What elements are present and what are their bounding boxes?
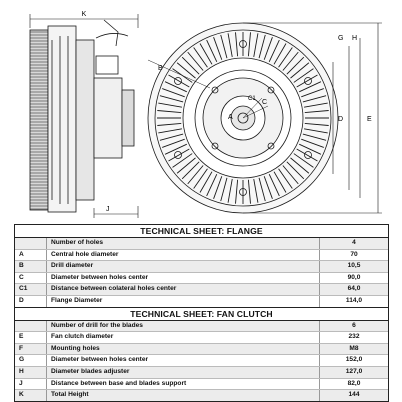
- dim-label-h: H: [352, 35, 357, 42]
- row-description: Total Height: [47, 390, 320, 401]
- side-profile-view: [29, 19, 135, 213]
- technical-drawing: K J A B C C1: [29, 11, 382, 218]
- dim-label-e: E: [367, 116, 372, 123]
- row-description: Fan clutch diameter: [47, 332, 320, 343]
- row-description: Number of drill for the blades: [47, 320, 320, 332]
- row-value: 127,0: [345, 367, 363, 375]
- row-value: 10,5: [347, 262, 361, 270]
- row-letter: [15, 320, 47, 332]
- row-value: 70: [350, 250, 358, 258]
- dimension-k: [29, 14, 139, 28]
- row-letter: A: [15, 249, 47, 261]
- row-letter: J: [15, 378, 47, 390]
- row-description: Mounting holes: [47, 343, 320, 355]
- row-description: Diameter blades adjuster: [47, 366, 320, 378]
- row-value: M8: [349, 344, 359, 352]
- row-description: Diameter between holes center: [47, 355, 320, 366]
- front-view: [147, 22, 339, 214]
- row-description: Distance between colateral holes center: [47, 284, 320, 295]
- table-row: Number of holes 4: [15, 238, 388, 250]
- row-letter: B: [15, 261, 47, 272]
- row-value: 152,0: [345, 356, 363, 364]
- technical-sheet-table: TECHNICAL SHEET: FLANGE Number of holes 4…: [14, 224, 389, 402]
- row-value: 232: [348, 333, 360, 341]
- row-value: 4: [352, 239, 356, 246]
- row-letter: K: [15, 390, 47, 401]
- dim-label-c1: C1: [248, 96, 256, 102]
- row-value: 6: [352, 321, 356, 329]
- row-description: Diameter between holes center: [47, 272, 320, 284]
- dimension-j: [93, 206, 139, 218]
- dim-label-c: C: [262, 99, 267, 106]
- dim-label-k: K: [82, 11, 87, 18]
- row-description: Drill diameter: [47, 261, 320, 272]
- row-letter: [15, 238, 47, 249]
- row-letter: F: [15, 343, 47, 355]
- fan-clutch-section: TECHNICAL SHEET: FAN CLUTCH Number of dr…: [15, 306, 388, 401]
- row-description: Flange Diameter: [47, 295, 320, 307]
- row-letter: E: [15, 332, 47, 343]
- row-letter: C: [15, 272, 47, 284]
- dim-label-g: G: [338, 35, 343, 42]
- row-value: 90,0: [347, 273, 361, 281]
- row-letter: H: [15, 366, 47, 378]
- row-letter: G: [15, 355, 47, 366]
- row-value: 64,0: [347, 285, 361, 293]
- dim-label-j: J: [106, 206, 110, 213]
- flange-section: TECHNICAL SHEET: FLANGE Number of holes 4…: [15, 225, 388, 307]
- row-value: 144: [348, 391, 360, 399]
- row-description: Number of holes: [47, 238, 320, 249]
- row-description: Distance between base and blades support: [47, 378, 320, 390]
- vertical-dimensions: [243, 22, 382, 214]
- row-description: Central hole diameter: [47, 249, 320, 261]
- table-row: Number of drill for the blades 6: [15, 320, 388, 333]
- dim-label-b: B: [158, 65, 163, 72]
- dim-label-d: D: [338, 116, 343, 123]
- fan-clutch-section-title: TECHNICAL SHEET: FAN CLUTCH: [15, 306, 388, 321]
- row-letter: D: [15, 295, 47, 307]
- row-value: 82,0: [347, 379, 361, 387]
- row-letter: C1: [15, 284, 47, 295]
- dim-label-a: A: [228, 114, 233, 121]
- row-value: 114,0: [345, 296, 363, 304]
- front-view-leaders: [147, 59, 269, 119]
- flange-section-title: TECHNICAL SHEET: FLANGE: [15, 225, 388, 238]
